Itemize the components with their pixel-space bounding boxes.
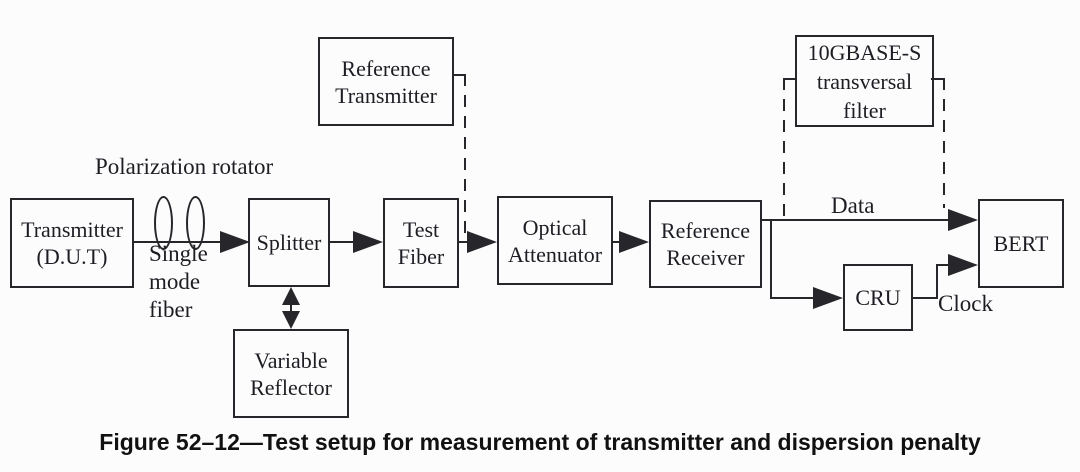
filter-left-dashed-line (783, 78, 785, 220)
arrowhead-into-testfiber (353, 231, 383, 253)
connector-cru-out (911, 297, 938, 299)
test-fiber-box: Test Fiber (383, 198, 459, 288)
figure-caption: Figure 52–12—Test setup for measurement … (99, 429, 981, 455)
connector-receiver-cru-vertical (770, 219, 772, 299)
variable-reflector-label: Variable Reflector (250, 347, 332, 400)
reftx-dashed-line (464, 74, 466, 242)
connector-transmitter-splitter (132, 241, 224, 243)
connector-splitter-testfiber (328, 241, 357, 243)
fiber-loop-icon (154, 196, 173, 250)
cru-label: CRU (855, 285, 901, 310)
transversal-filter-label: 10GBASE-S transversal filter (807, 39, 922, 123)
data-label: Data (831, 193, 875, 218)
arrowhead-into-cru (813, 287, 843, 309)
transmitter-box: Transmitter (D.U.T) (10, 198, 134, 288)
arrowhead-into-splitter (220, 231, 250, 253)
arrowhead-data-into-bert (948, 209, 978, 231)
cru-box: CRU (843, 264, 913, 331)
optical-attenuator-label: Optical Attenuator (507, 214, 603, 267)
reftx-connector-tick (452, 74, 466, 76)
transversal-filter-box: 10GBASE-S transversal filter (795, 35, 934, 127)
arrowhead-up-into-splitter (282, 287, 300, 305)
splitter-label: Splitter (256, 230, 322, 255)
fiber-loop-icon (186, 196, 205, 250)
splitter-box: Splitter (248, 198, 330, 287)
connector-clock-stub (936, 264, 952, 266)
connector-testfiber-attenuator (457, 241, 473, 243)
connector-data-line (760, 219, 952, 221)
filter-left-tick (784, 78, 797, 80)
polarization-rotator-label: Polarization rotator (95, 154, 274, 179)
bert-label: BERT (993, 231, 1049, 256)
variable-reflector-box: Variable Reflector (233, 329, 349, 418)
reference-receiver-label: Reference Receiver (660, 218, 751, 270)
transmitter-label: Transmitter (D.U.T) (21, 217, 123, 269)
single-mode-fiber-label: Single mode fiber (149, 241, 208, 322)
connector-clock-vertical (936, 264, 938, 299)
connector-receiver-cru-horizontal (770, 297, 817, 299)
optical-attenuator-box: Optical Attenuator (497, 196, 613, 285)
reference-transmitter-box: Reference Transmitter (318, 37, 454, 126)
reference-transmitter-label: Reference Transmitter (335, 55, 437, 108)
filter-right-tick (931, 78, 945, 80)
arrowhead-into-attenuator (467, 231, 497, 253)
bert-box: BERT (978, 199, 1064, 288)
clock-label: Clock (938, 291, 993, 316)
connector-splitter-reflector (290, 289, 292, 327)
test-fiber-label: Test Fiber (397, 217, 445, 269)
reference-receiver-box: Reference Receiver (649, 200, 762, 288)
arrowhead-into-receiver (619, 231, 649, 253)
arrowhead-clock-into-bert (948, 254, 978, 276)
filter-right-dashed-line (943, 78, 945, 208)
arrowhead-down-into-reflector (282, 311, 300, 329)
connector-attenuator-receiver (611, 241, 624, 243)
